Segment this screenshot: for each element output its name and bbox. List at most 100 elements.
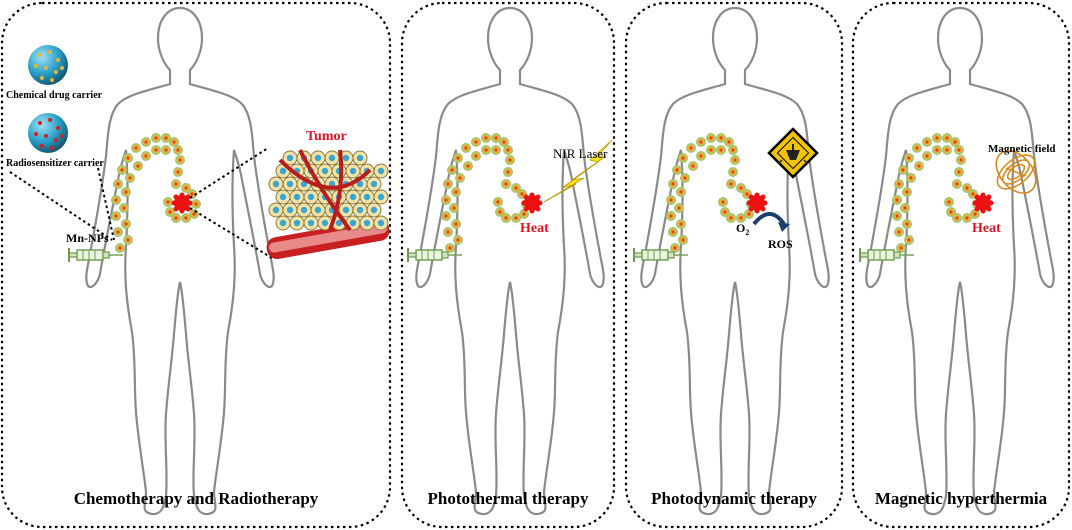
nanoparticle bbox=[672, 165, 682, 175]
nanoparticle bbox=[944, 197, 954, 207]
nanoparticle bbox=[117, 165, 127, 175]
blood-vessel bbox=[328, 149, 344, 231]
nanoparticle bbox=[892, 211, 902, 221]
nanoparticle bbox=[453, 153, 463, 163]
nanoparticle bbox=[441, 195, 451, 205]
nanoparticle bbox=[678, 235, 688, 245]
nanoparticle bbox=[111, 195, 121, 205]
body-outline-chemo bbox=[85, 6, 275, 516]
syringe-icon bbox=[68, 247, 124, 263]
nanoparticle bbox=[946, 207, 956, 217]
tumor-cell-nucleus bbox=[349, 167, 357, 175]
nanoparticle bbox=[922, 151, 932, 161]
nanoparticle bbox=[688, 161, 698, 171]
nanoparticle bbox=[447, 165, 457, 175]
tumor-cell-nucleus bbox=[307, 193, 315, 201]
nanoparticle bbox=[455, 173, 465, 183]
nanoparticle bbox=[954, 167, 964, 177]
nanoparticle bbox=[954, 145, 964, 155]
nanoparticle bbox=[666, 211, 676, 221]
tumor-cell-nucleus bbox=[328, 180, 336, 188]
tumor-cell-nucleus bbox=[370, 180, 378, 188]
nanoparticle bbox=[111, 211, 121, 221]
magnetic-field-label: Magnetic field bbox=[988, 143, 1056, 155]
radio-carrier-label: Radiosensitizer carrier bbox=[6, 158, 104, 169]
nanoparticle bbox=[678, 153, 688, 163]
nanoparticle bbox=[718, 197, 728, 207]
carrier-sphere-icon bbox=[28, 113, 68, 153]
nanoparticle bbox=[894, 179, 904, 189]
nanoparticle bbox=[898, 165, 908, 175]
tumor-cell-nucleus bbox=[286, 206, 294, 214]
nanoparticle bbox=[706, 145, 716, 155]
nanoparticle bbox=[173, 167, 183, 177]
nanoparticle bbox=[163, 197, 173, 207]
nanoparticle bbox=[932, 133, 942, 143]
nanoparticle bbox=[141, 151, 151, 161]
ros-label: ROS bbox=[768, 237, 793, 251]
tumor-cells-illustration bbox=[266, 149, 390, 260]
tumor-cell-nucleus bbox=[363, 193, 371, 201]
tumor-cell-nucleus bbox=[272, 206, 280, 214]
nanoparticle bbox=[451, 219, 461, 229]
nanoparticle bbox=[706, 133, 716, 143]
nanoparticle bbox=[113, 179, 123, 189]
tumor-cell-nucleus bbox=[293, 219, 301, 227]
heat-label-ptt: Heat bbox=[520, 221, 549, 236]
nanoparticle bbox=[666, 195, 676, 205]
panel-title-ptt: Photothermal therapy bbox=[427, 489, 589, 508]
nanoparticle bbox=[956, 155, 966, 165]
nanoparticle bbox=[113, 227, 123, 237]
tumor-cell-nucleus bbox=[377, 193, 385, 201]
nanoparticle bbox=[696, 137, 706, 147]
nanoparticle bbox=[728, 167, 738, 177]
panel-frame-ptt bbox=[400, 1, 616, 529]
nanoparticle bbox=[175, 155, 185, 165]
nanoparticle bbox=[181, 213, 191, 223]
tumor-cell-nucleus bbox=[314, 206, 322, 214]
tumor-cell-nucleus bbox=[300, 180, 308, 188]
nanoparticle bbox=[674, 203, 684, 213]
nanoparticle bbox=[932, 145, 942, 155]
nanoparticle bbox=[451, 187, 461, 197]
nanoparticle bbox=[173, 145, 183, 155]
tumor-cell-nucleus bbox=[321, 219, 329, 227]
nanoparticle bbox=[121, 187, 131, 197]
body-outline-ptt bbox=[415, 6, 605, 516]
panel-frame-pdt bbox=[624, 1, 844, 529]
nanoparticle bbox=[902, 187, 912, 197]
warning-sign-icon bbox=[767, 127, 819, 179]
nanoparticle bbox=[493, 197, 503, 207]
nanoparticle bbox=[922, 137, 932, 147]
tumor-cell-nucleus bbox=[363, 219, 371, 227]
laser-bolt-icon bbox=[543, 139, 613, 203]
panel-frame-chemo bbox=[0, 1, 392, 529]
nanoparticle bbox=[904, 153, 914, 163]
nanoparticle bbox=[441, 211, 451, 221]
nanoparticle bbox=[942, 145, 952, 155]
nanoparticle bbox=[501, 179, 511, 189]
nanoparticle bbox=[121, 219, 131, 229]
tumor-cell-nucleus bbox=[328, 154, 336, 162]
nanoparticle bbox=[505, 155, 515, 165]
nanoparticle bbox=[443, 179, 453, 189]
nanoparticle bbox=[730, 155, 740, 165]
nanoparticle bbox=[680, 173, 690, 183]
tumor-cell-nucleus bbox=[272, 180, 280, 188]
nanoparticle bbox=[962, 213, 972, 223]
nanoparticle bbox=[696, 151, 706, 161]
nanoparticle bbox=[151, 145, 161, 155]
tumor-icon bbox=[171, 192, 193, 214]
nanoparticle bbox=[461, 143, 471, 153]
tumor-cell-nucleus bbox=[377, 219, 385, 227]
nanoparticle bbox=[726, 179, 736, 189]
nanoparticle bbox=[133, 161, 143, 171]
tumor-cell-nucleus bbox=[349, 219, 357, 227]
nanoparticle bbox=[463, 161, 473, 171]
tumor-cell-nucleus bbox=[307, 219, 315, 227]
nanoparticle bbox=[495, 207, 505, 217]
nir-laser-label: NIR Laser bbox=[553, 146, 608, 161]
tumor-cell-nucleus bbox=[279, 219, 287, 227]
nanoparticle bbox=[161, 145, 171, 155]
blood-vessel bbox=[298, 149, 352, 232]
